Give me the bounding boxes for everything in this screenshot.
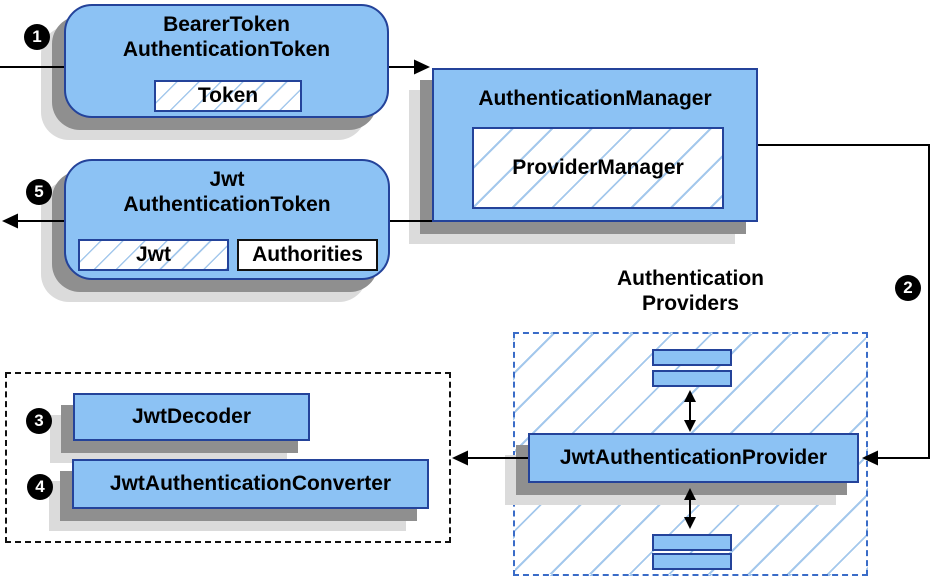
- token-field-label: Token: [197, 84, 259, 107]
- jwt-authentication-converter-box: JwtAuthenticationConverter: [72, 459, 429, 509]
- provider-manager-label: ProviderManager: [512, 156, 684, 179]
- provider-stack-bar-top-1: [652, 349, 732, 366]
- step-1-badge: 1: [24, 24, 50, 50]
- provider-to-tools-arrowhead-icon: [452, 450, 468, 466]
- jwt-field-label: Jwt: [135, 243, 171, 266]
- bearer-token-title-line2: AuthenticationToken: [122, 38, 331, 61]
- providers-title-line1: Authentication: [617, 267, 764, 290]
- provider-stack-bar-bottom-2: [652, 553, 732, 570]
- step-5-badge: 5: [26, 179, 52, 205]
- jwt-token-box-title: Jwt AuthenticationToken: [66, 167, 388, 217]
- jwt-authentication-converter-label: JwtAuthenticationConverter: [109, 472, 392, 495]
- provider-stack-bar-top-2: [652, 370, 732, 387]
- jwt-tools-group: [5, 372, 451, 543]
- provider-manager-box: ProviderManager: [472, 127, 724, 209]
- bearer-token-authentication-token-box: BearerToken AuthenticationToken Token: [64, 4, 389, 118]
- jwt-token-title-line1: Jwt: [209, 168, 245, 191]
- authenticate-arrowhead-icon: [414, 59, 430, 75]
- step-4-badge: 4: [27, 474, 53, 500]
- authorities-field-label: Authorities: [252, 243, 363, 266]
- providers-title-line2: Providers: [642, 292, 739, 315]
- authorities-field: Authorities: [237, 239, 378, 271]
- authentication-manager-box: AuthenticationManager ProviderManager: [432, 68, 758, 222]
- jwt-authentication-token-box: Jwt AuthenticationToken Jwt Authorities: [64, 159, 390, 280]
- jwt-decoder-label: JwtDecoder: [131, 405, 252, 428]
- token-field: Token: [154, 80, 302, 112]
- jwt-token-title-line2: AuthenticationToken: [123, 193, 331, 216]
- provider-stack-bar-bottom-1: [652, 534, 732, 551]
- step-2-badge: 2: [895, 275, 921, 301]
- jwt-authentication-provider-box: JwtAuthenticationProvider: [528, 433, 859, 483]
- authentication-providers-group-title: Authentication Providers: [513, 266, 868, 316]
- jwt-authentication-provider-label: JwtAuthenticationProvider: [559, 446, 828, 469]
- bearer-token-box-title: BearerToken AuthenticationToken: [66, 12, 387, 62]
- jwt-decoder-box: JwtDecoder: [73, 393, 310, 441]
- step-3-badge: 3: [26, 408, 52, 434]
- return-arrowhead-icon: [2, 213, 18, 229]
- jwt-field: Jwt: [78, 239, 229, 271]
- bearer-token-title-line1: BearerToken: [163, 13, 290, 36]
- authentication-manager-title: AuthenticationManager: [478, 87, 712, 110]
